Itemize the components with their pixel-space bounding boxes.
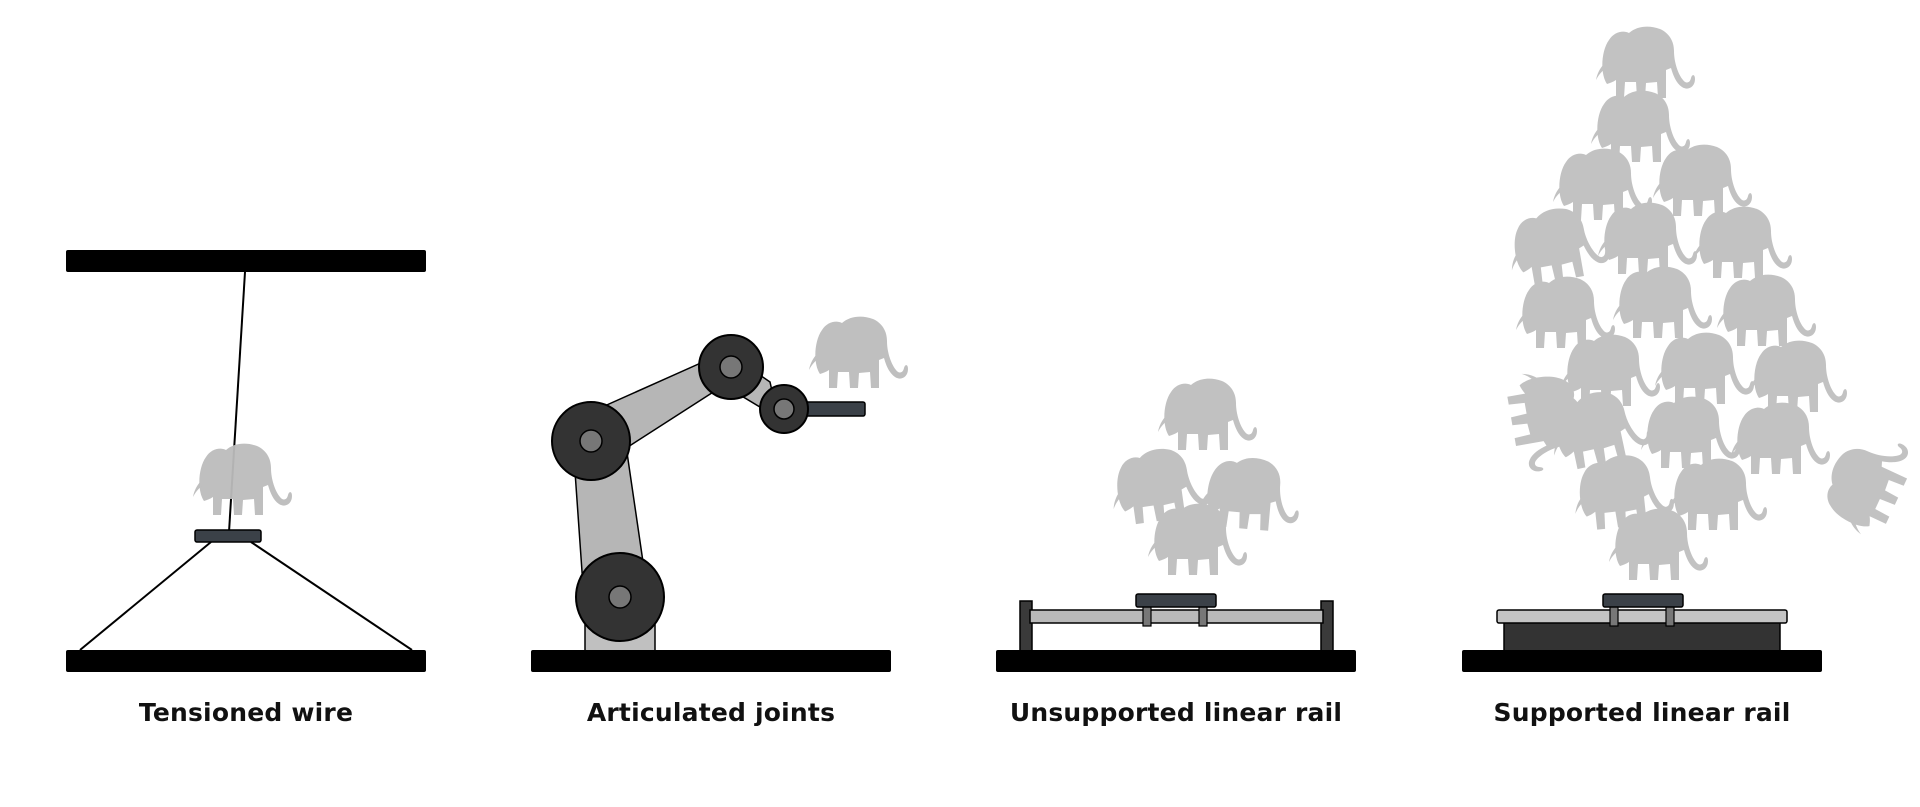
joint-wrist (759, 384, 809, 434)
elephant-icon (1693, 206, 1792, 278)
base-beam (996, 650, 1356, 672)
guy-wire-left (79, 541, 212, 651)
rail-post-left (1019, 600, 1033, 652)
carriage-leg-left (1142, 605, 1152, 627)
joint-elbow (698, 334, 764, 400)
elephant-icon (1812, 422, 1920, 542)
base-beam (66, 650, 426, 672)
panel-supported-linear-rail (1462, 26, 1920, 672)
elephant-icon (1598, 202, 1697, 274)
rail-support-block (1503, 621, 1781, 653)
carriage-leg-right (1665, 605, 1675, 627)
joint-shoulder (551, 401, 631, 481)
linear-rail (1029, 609, 1324, 624)
base-beam (1462, 650, 1822, 672)
rail-carriage (1135, 593, 1217, 608)
elephant-icon (809, 316, 908, 388)
caption-unsupported-linear-rail: Unsupported linear rail (1009, 698, 1343, 727)
elephant-pile (1502, 26, 1920, 580)
elephant-stack (1106, 378, 1304, 575)
elephant-icon (1731, 402, 1830, 474)
carriage-leg-right (1198, 605, 1208, 627)
caption-supported-linear-rail: Supported linear rail (1493, 698, 1791, 727)
elephant-icon (1613, 266, 1712, 338)
elephant-icon (1653, 144, 1752, 216)
rail-carriage (1602, 593, 1684, 608)
top-frame-beam (66, 250, 426, 272)
base-beam (531, 650, 891, 672)
wire-carriage (194, 529, 262, 543)
elephant-icon (1596, 26, 1695, 98)
elephant-icon (1641, 396, 1740, 468)
caption-tensioned-wire: Tensioned wire (138, 698, 354, 727)
linear-rail (1496, 609, 1788, 624)
panel-tensioned-wire (66, 250, 426, 672)
caption-articulated-joints: Articulated joints (586, 698, 836, 727)
elephant-icon (1158, 378, 1257, 450)
joint-base (575, 552, 665, 642)
rail-post-right (1320, 600, 1334, 652)
panel-articulated-joints (531, 316, 908, 672)
elephant-icon (193, 443, 292, 515)
elephant-icon (1748, 340, 1847, 412)
panel-unsupported-linear-rail (996, 378, 1356, 672)
guy-wire-right (250, 541, 413, 651)
elephant-icon (1717, 274, 1816, 346)
carriage-leg-left (1609, 605, 1619, 627)
